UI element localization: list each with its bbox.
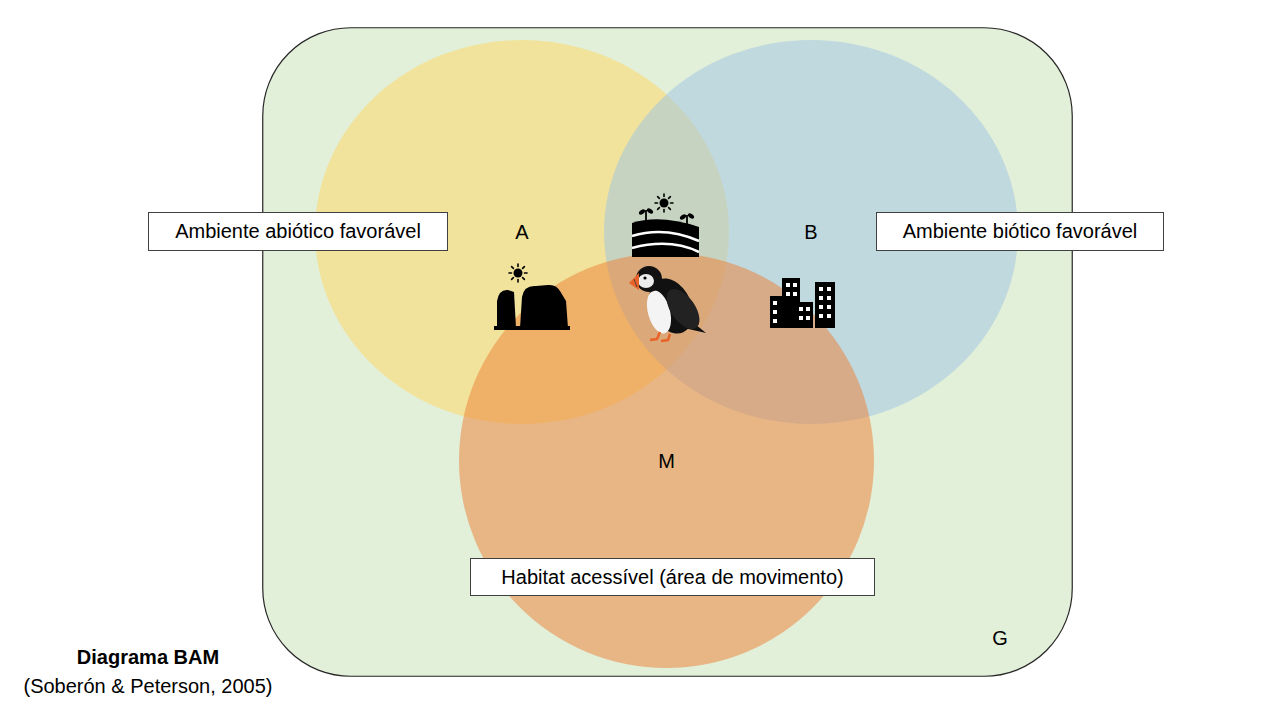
letter-holder: M — [459, 253, 874, 668]
label-box: Habitat acessível (área de movimento) — [470, 558, 875, 596]
movement-circle: M — [459, 253, 874, 668]
ellipse-shape — [459, 253, 874, 668]
region-shape — [263, 28, 1073, 677]
label-text: Ambiente biótico favorável — [903, 219, 1138, 243]
label-box: Ambiente abiótico favorável — [148, 212, 448, 251]
diagram-title: Diagrama BAM — [0, 646, 296, 669]
region-letter: G — [992, 626, 1008, 650]
citation-caption: (Soberón & Peterson, 2005) — [0, 675, 296, 698]
label-text: Ambiente abiótico favorável — [175, 219, 421, 243]
region-letter: M — [658, 449, 675, 473]
region-letter: A — [515, 220, 528, 244]
region-letter: B — [804, 220, 817, 244]
label-box: Ambiente biótico favorável — [876, 212, 1164, 251]
label-text: Habitat acessível (área de movimento) — [501, 565, 843, 589]
